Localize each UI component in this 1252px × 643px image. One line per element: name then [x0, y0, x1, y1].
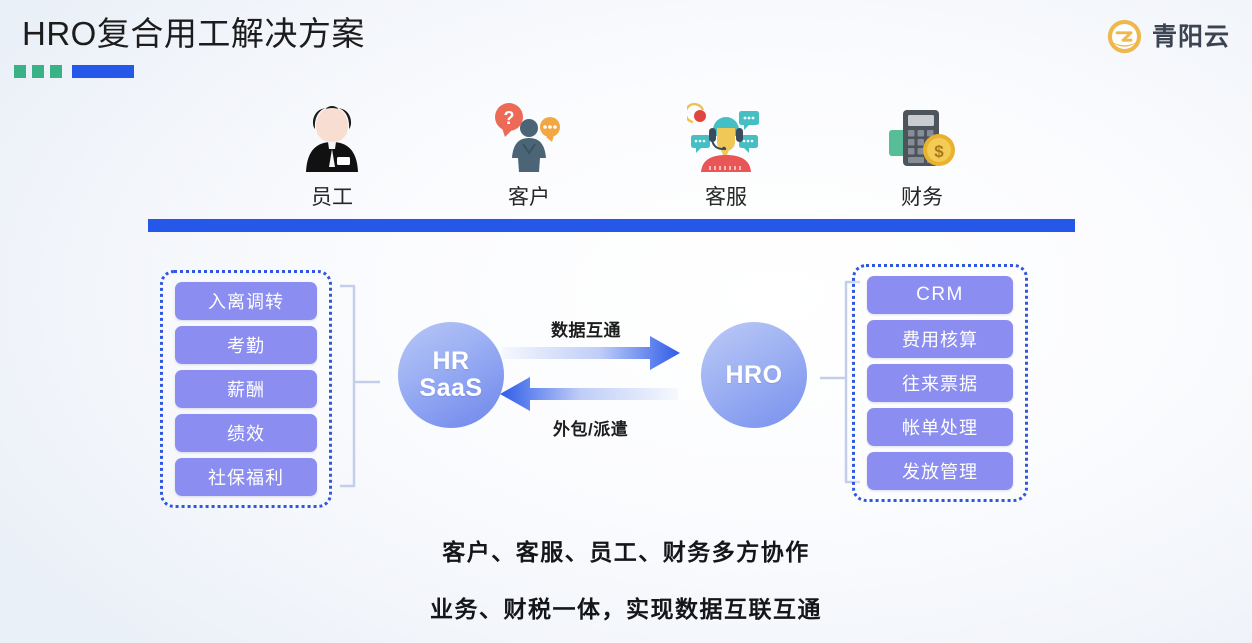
page-title: HRO复合用工解决方案 [22, 15, 365, 52]
summary-statement-1: 客户、客服、员工、财务多方协作 [442, 539, 810, 565]
module-chip[interactable]: CRM [867, 276, 1013, 314]
persona-customer: ? 客户 [469, 102, 589, 211]
hr-saas-module-panel: 入离调转 考勤 薪酬 绩效 社保福利 [160, 270, 332, 508]
persona-label: 客服 [705, 186, 747, 209]
persona-finance: $ 财务 [862, 102, 982, 211]
brand-name: 青阳云 [1151, 22, 1230, 51]
hro-module-panel: CRM 费用核算 往来票据 帐单处理 发放管理 [852, 264, 1028, 502]
support-agent-headset-icon [666, 102, 786, 174]
flow-label-forward: 数据互通 [551, 321, 621, 340]
arrow-forward [502, 336, 680, 370]
calculator-coin-icon: $ [862, 102, 982, 174]
employee-avatar-icon [272, 102, 392, 174]
accent-square-3 [50, 65, 62, 78]
cloud-swoosh-logo-icon [1107, 19, 1142, 54]
accent-square-1 [14, 65, 26, 78]
persona-service: 客服 [666, 102, 786, 211]
flow-label-backward: 外包/派遣 [553, 420, 629, 439]
summary-statement-2: 业务、财税一体，实现数据互联互通 [430, 596, 822, 622]
module-chip[interactable]: 帐单处理 [867, 408, 1013, 446]
accent-square-2 [32, 65, 44, 78]
brand-logo: 青阳云 [1106, 18, 1230, 55]
node-hr-saas[interactable]: HR SaaS [398, 322, 504, 428]
module-chip[interactable]: 绩效 [175, 414, 317, 452]
module-chip[interactable]: 薪酬 [175, 370, 317, 408]
node-label-line1: HRO [725, 360, 783, 389]
persona-label: 员工 [311, 186, 353, 209]
persona-label: 财务 [901, 186, 943, 209]
node-label-line2: SaaS [419, 374, 483, 402]
persona-employee: 员工 [272, 102, 392, 211]
module-chip[interactable]: 考勤 [175, 326, 317, 364]
left-bracket-connector [340, 284, 380, 488]
customer-question-icon: ? [469, 102, 589, 174]
module-chip[interactable]: 发放管理 [867, 452, 1013, 490]
persona-label: 客户 [508, 186, 550, 209]
section-divider-bar [148, 219, 1075, 232]
arrow-backward [500, 377, 678, 411]
node-label-line1: HR [432, 347, 470, 375]
bidirectional-flow-arrows [500, 336, 680, 411]
header-accent-rule [14, 65, 134, 78]
module-chip[interactable]: 往来票据 [867, 364, 1013, 402]
svg-text:?: ? [504, 108, 515, 128]
module-chip[interactable]: 社保福利 [175, 458, 317, 496]
module-chip[interactable]: 入离调转 [175, 282, 317, 320]
module-chip[interactable]: 费用核算 [867, 320, 1013, 358]
accent-bar [72, 65, 134, 78]
svg-text:$: $ [934, 142, 944, 161]
node-hro[interactable]: HRO [701, 322, 807, 428]
